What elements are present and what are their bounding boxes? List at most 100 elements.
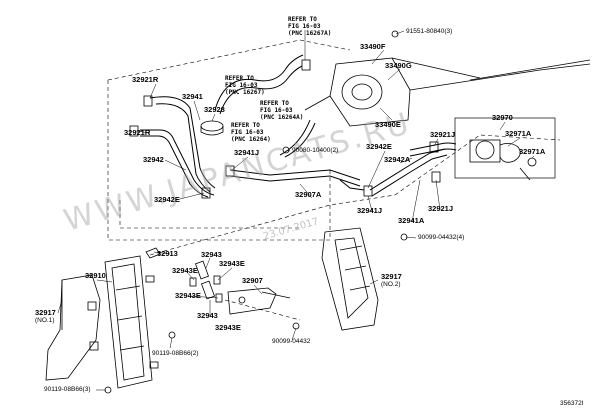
part-note: (NO.2) bbox=[381, 281, 401, 288]
leader-line bbox=[433, 138, 439, 147]
part-label-32921j-b: 32921J bbox=[428, 204, 454, 213]
refer-note-16264: REFER TO FIG 16-03 (PNC 16264) bbox=[231, 122, 271, 143]
part-label-32971a-a: 32971A bbox=[505, 129, 532, 138]
part-label-32943: 32943 bbox=[201, 250, 222, 259]
leader-line bbox=[149, 83, 157, 99]
refer-note-line: (PNC 16264) bbox=[231, 136, 271, 143]
part-label-32942: 32942 bbox=[143, 155, 164, 164]
refer-note-line: REFER TO bbox=[260, 100, 289, 107]
refer-note-line: FIG 16-03 bbox=[260, 107, 293, 114]
part-label-32941j-a: 32941J bbox=[234, 148, 260, 157]
figure-code: 356372I bbox=[560, 400, 584, 407]
part-label-32943-b: 32943 bbox=[197, 311, 218, 320]
part-label-32907a: 32907A bbox=[295, 190, 322, 199]
part-label-32942a: 32942A bbox=[384, 155, 411, 164]
valve-32970-icon bbox=[454, 117, 556, 181]
part-label-33490e: 33490E bbox=[375, 120, 401, 129]
leader-line bbox=[287, 149, 291, 152]
leader-line bbox=[175, 192, 205, 201]
leader-line bbox=[531, 155, 535, 159]
part-label-32941a: 32941A bbox=[398, 216, 425, 225]
leader-line bbox=[164, 159, 187, 171]
part-number: 32917 bbox=[381, 272, 402, 281]
leader-line bbox=[367, 195, 373, 212]
leader-line bbox=[371, 49, 385, 65]
leader-line bbox=[395, 30, 405, 35]
refer-note-line: (PNC 16267) bbox=[225, 89, 265, 96]
part-label-32910: 32910 bbox=[85, 271, 106, 280]
refer-note-line: FIG 16-03 bbox=[231, 129, 264, 136]
part-label-32907: 32907 bbox=[242, 276, 263, 285]
part-label-32943e-a: 32943E bbox=[172, 266, 198, 275]
leader-line bbox=[135, 130, 151, 134]
refer-note-line: REFER TO bbox=[231, 122, 260, 129]
leader-line bbox=[253, 284, 263, 295]
leader-line bbox=[387, 68, 401, 81]
cap-32928-icon bbox=[200, 120, 224, 136]
refer-note-16267: REFER TO FIG 16-03 (PNC 16267) bbox=[225, 75, 265, 96]
part-label-32917-no1: 32917 (NO.1) bbox=[35, 309, 56, 325]
leader-line bbox=[169, 337, 173, 349]
part-label-32941: 32941 bbox=[182, 92, 203, 101]
part-label-32943e-b: 32943E bbox=[219, 259, 245, 268]
leader-line bbox=[211, 113, 216, 122]
leader-line bbox=[369, 279, 379, 285]
refer-note-16264a: REFER TO FIG 16-03 (PNC 16264A) bbox=[260, 100, 303, 121]
leader-line bbox=[205, 257, 211, 269]
leader-line bbox=[405, 236, 417, 239]
part-label-32921r-b: 32921R bbox=[124, 128, 151, 137]
leader-line bbox=[499, 121, 506, 131]
part-label-32942e-a: 32942E bbox=[154, 195, 180, 204]
part-label-32921j-a: 32921J bbox=[430, 130, 456, 139]
part-label-32917-no2: 32917 (NO.2) bbox=[381, 273, 402, 289]
refer-note-line: REFER TO bbox=[288, 16, 317, 23]
leader-line bbox=[189, 295, 219, 299]
cover-no2-icon bbox=[321, 227, 379, 331]
part-number: 32917 bbox=[35, 308, 56, 317]
dashed-outline bbox=[107, 39, 561, 321]
refer-note-16267a: REFER TO FIG 16-03 (PNC 16267A) bbox=[288, 16, 331, 37]
leader-line bbox=[185, 270, 195, 281]
leader-line bbox=[193, 100, 201, 121]
part-label-33490g: 33490G bbox=[385, 61, 412, 70]
leader-line bbox=[379, 107, 393, 121]
refer-note-line: REFER TO bbox=[225, 75, 254, 82]
refer-note-line: (PNC 16264A) bbox=[260, 114, 304, 121]
hose-clamps bbox=[129, 59, 441, 199]
leader-line bbox=[399, 157, 413, 164]
part-label-32913: 32913 bbox=[157, 249, 178, 258]
refer-note-line: (PNC 16267A) bbox=[288, 30, 332, 37]
part-label-90099-b: 90099-04432 bbox=[272, 338, 311, 345]
refer-note-line: FIG 16-03 bbox=[288, 23, 321, 30]
part-label-32971a-b: 32971A bbox=[519, 147, 546, 156]
part-label-33490f: 33490F bbox=[360, 42, 386, 51]
part-label-90099-a: 90099-04432(4) bbox=[418, 234, 465, 241]
part-label-90119-a: 90119-08B66(2) bbox=[152, 350, 199, 357]
leader-line bbox=[217, 267, 233, 281]
leader-line bbox=[507, 137, 521, 147]
part-label-32943e-c: 32943E bbox=[175, 291, 201, 300]
leader-line bbox=[299, 183, 313, 199]
leader-line bbox=[367, 150, 386, 189]
leader-line bbox=[57, 299, 63, 314]
part-label-32928: 32928 bbox=[204, 105, 225, 114]
part-label-32942e-b: 32942E bbox=[366, 142, 392, 151]
part-label-90119-b: 90119-08B66(3) bbox=[44, 386, 91, 393]
heater-core-32910-icon bbox=[104, 255, 159, 389]
part-note: (NO.1) bbox=[35, 317, 55, 324]
part-label-32970: 32970 bbox=[492, 113, 513, 122]
coolant-hoses bbox=[140, 54, 457, 198]
part-label-32921r-a: 32921R bbox=[132, 75, 159, 84]
bracket-32907-icon bbox=[227, 287, 291, 315]
clip-32913-icon bbox=[145, 247, 161, 259]
bracket-33490-icon bbox=[304, 30, 541, 127]
cover-no1-icon bbox=[45, 274, 101, 381]
refer-note-line: FIG 16-03 bbox=[225, 82, 258, 89]
leader-line bbox=[231, 156, 249, 171]
part-label-90080: 90080-10400(2) bbox=[292, 147, 339, 154]
part-label-91551: 91551-80840(3) bbox=[406, 28, 453, 35]
part-label-32941j-b: 32941J bbox=[357, 206, 383, 215]
part-label-32943e-d: 32943E bbox=[215, 323, 241, 332]
